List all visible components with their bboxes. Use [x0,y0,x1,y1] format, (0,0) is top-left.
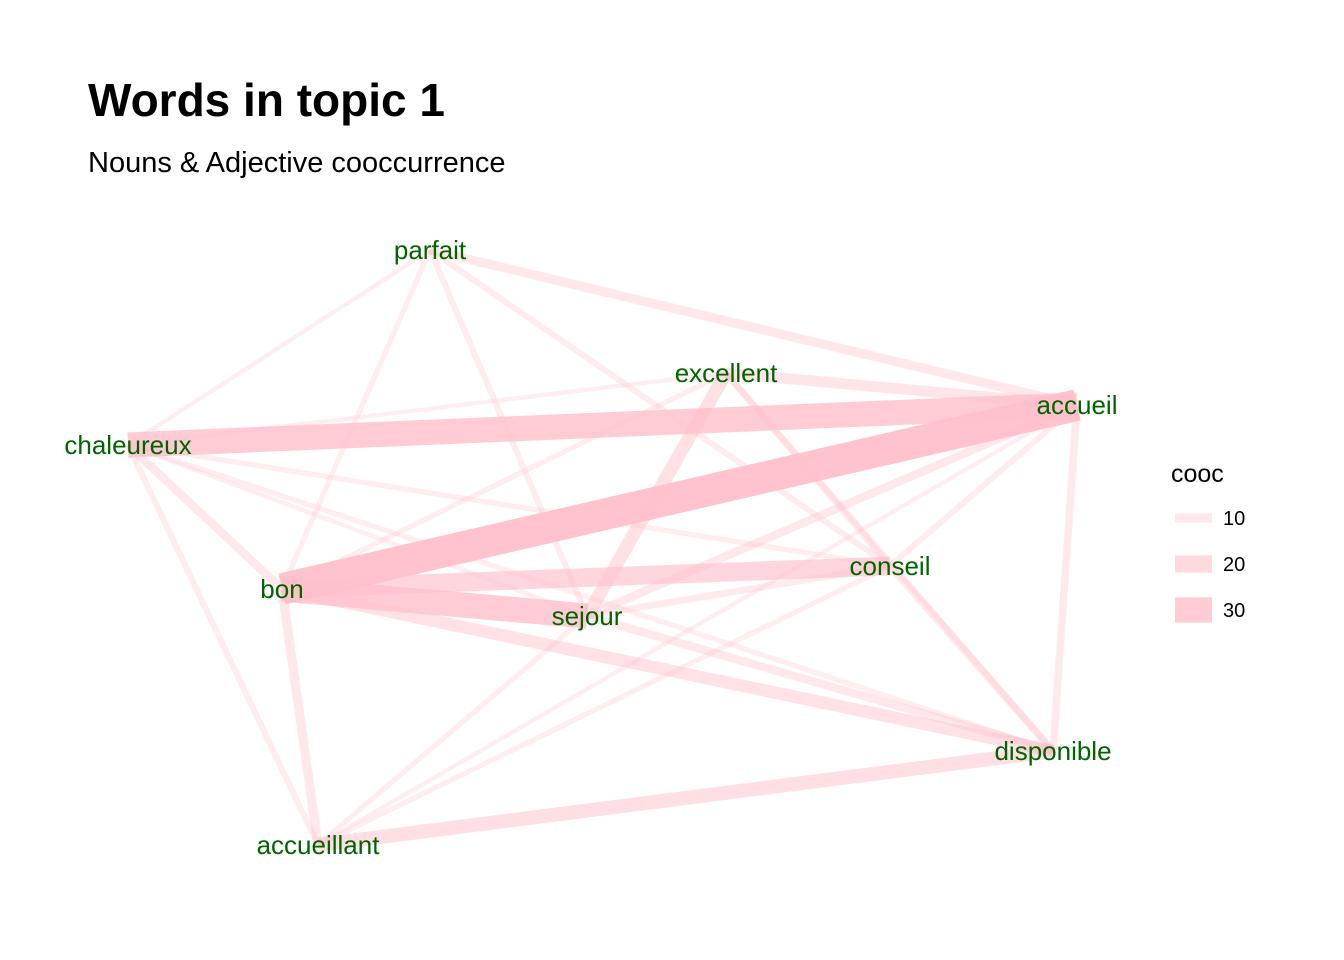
edge-sejour-disponible [585,611,1055,756]
edge-parfait-accueil [428,245,1079,410]
legend: cooc 10 20 30 [1171,460,1245,623]
node-label-disponible: disponible [994,736,1111,766]
node-label-sejour: sejour [552,601,623,631]
edge-bon-sejour [280,576,589,629]
node-label-accueil: accueil [1037,390,1118,420]
edge-accueillant-disponible [317,744,1054,852]
node-label-layer: parfait excellent accueil chaleureux bon cons… [64,235,1117,860]
edge-conseil-disponible [887,563,1056,754]
node-label-chaleureux: chaleureux [64,430,191,460]
edge-chaleureux-conseil [127,442,891,569]
node-label-bon: bon [260,574,303,604]
edge-accueil-disponible [1049,404,1081,752]
edge-parfait-conseil [428,247,892,569]
node-label-excellent: excellent [675,358,778,388]
edge-accueillant-accueil [316,403,1079,847]
chart-title: Words in topic 1 [88,74,445,126]
edge-parfait-chaleureux [126,248,432,447]
legend-label-20: 20 [1223,554,1245,576]
node-label-conseil: conseil [850,551,931,581]
edge-bon-accueillant [277,588,323,846]
node-label-parfait: parfait [394,235,467,265]
edge-chaleureux-bon [125,441,285,593]
legend-title: cooc [1171,460,1224,488]
edge-chaleureux-accueil [127,392,1078,458]
node-label-accueillant: accueillant [257,830,381,860]
chart-subtitle: Nouns & Adjective cooccurrence [88,147,506,179]
legend-swatch-20 [1175,555,1212,573]
legend-label-10: 10 [1223,508,1245,530]
edge-layer [125,245,1081,852]
legend-swatch-30 [1175,597,1212,623]
edge-bon-accueil [278,389,1081,605]
edge-accueillant-sejour [316,614,589,847]
edge-accueillant-conseil [316,563,892,848]
legend-label-30: 30 [1223,600,1245,622]
edge-parfait-bon [279,248,433,591]
edge-bon-disponible [280,582,1055,758]
edge-chaleureux-disponible [127,442,1054,754]
edge-chaleureux-accueillant [125,443,321,847]
edge-bon-excellent [280,370,728,592]
edge-conseil-accueil [888,402,1079,569]
edge-bon-conseil [281,556,891,599]
legend-swatch-10 [1175,513,1212,523]
